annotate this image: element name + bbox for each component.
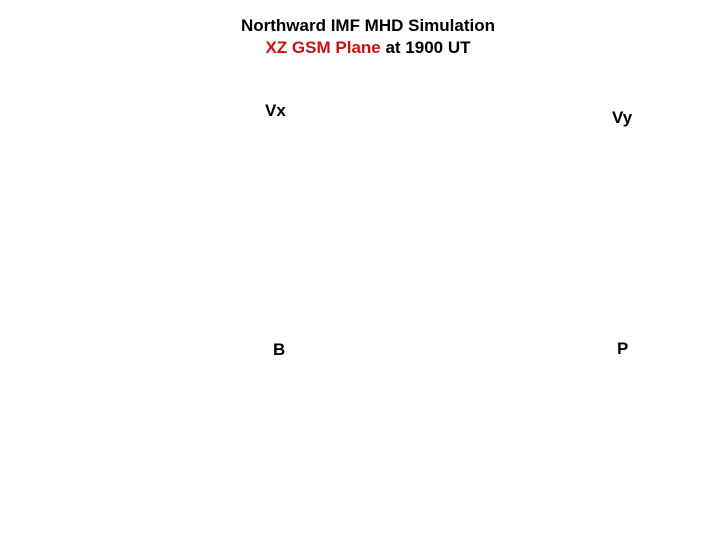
slide-title-line1: Northward IMF MHD Simulation — [240, 16, 496, 35]
panel-label-b: B — [273, 340, 286, 359]
panel-label-vy: Vy — [612, 108, 633, 127]
panel-label-vx: Vx — [265, 101, 286, 120]
slide-title-line2-highlight: XZ GSM Plane — [265, 38, 381, 57]
panel-label-p: P — [617, 339, 629, 358]
slide-title: Northward IMF MHD Simulation XZ GSM Plan… — [8, 15, 720, 59]
slide-title-line2: XZ GSM Plane at 1900 UT — [8, 37, 720, 59]
slide-title-line2-rest: at 1900 UT — [380, 38, 471, 57]
